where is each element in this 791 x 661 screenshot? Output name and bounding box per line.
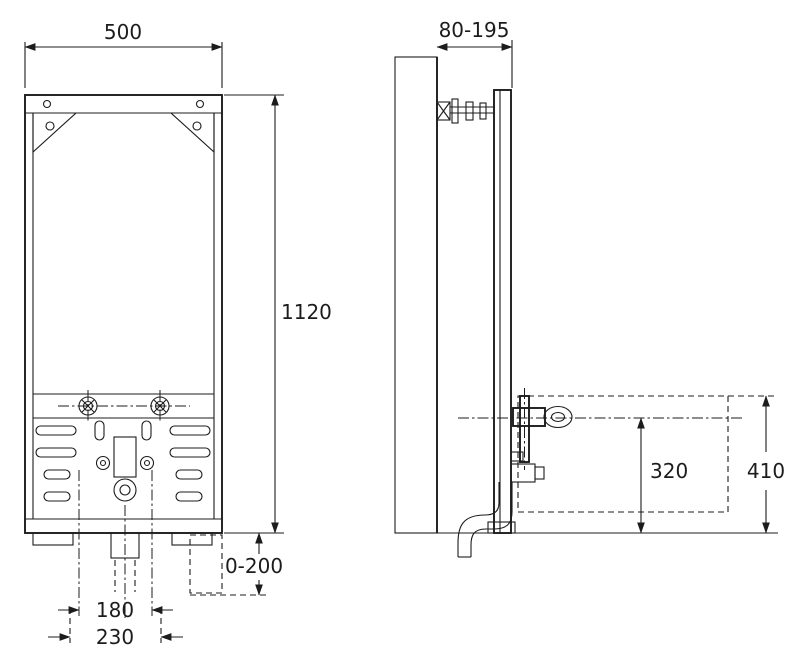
dim-spacing-inner-label: 180: [96, 598, 134, 622]
dim-leg-adjust-label: 0-200: [225, 554, 283, 578]
leg-extension-outline: [189, 534, 223, 594]
dim-spacing-outer-label: 230: [96, 625, 134, 649]
dim-width-label: 500: [104, 20, 142, 44]
water-connections: [510, 451, 545, 483]
wall-anchor-bracket: [436, 98, 494, 124]
dimension-width: 500: [24, 20, 223, 88]
dim-depth-label: 80-195: [439, 18, 510, 42]
drain-mechanism: [95, 436, 155, 502]
dimension-outlet-height: 320: [637, 417, 688, 534]
dimension-fixing-height: 410: [728, 395, 785, 534]
side-view: 80-195 320 410: [394, 18, 785, 558]
wall-hatch: [394, 56, 438, 534]
frame-feet: [32, 505, 223, 618]
spout-assembly: [512, 388, 573, 470]
wall-section: [394, 56, 438, 534]
dimension-depth: 80-195: [436, 18, 513, 88]
bidet-outline-dashed: [517, 395, 729, 513]
supply-fixings: [33, 390, 214, 422]
dim-fixing-height-label: 410: [747, 459, 785, 483]
dim-height-label: 1120: [281, 300, 332, 324]
corner-gusset-right: [169, 112, 215, 154]
corner-gusset-left: [32, 112, 78, 154]
front-frame-outline: [24, 94, 223, 534]
dimension-spacing-outer: 230: [48, 625, 183, 649]
mounting-plate-slots: [35, 420, 211, 502]
dim-outlet-height-label: 320: [650, 459, 688, 483]
drain-trap: [457, 482, 513, 558]
front-view: 500 1120 0-200 180 230: [24, 20, 332, 649]
dimension-leg-adjust: 0-200: [190, 532, 283, 596]
dimension-height: 1120: [224, 94, 332, 534]
dimension-spacing-inner: 180: [58, 598, 173, 622]
